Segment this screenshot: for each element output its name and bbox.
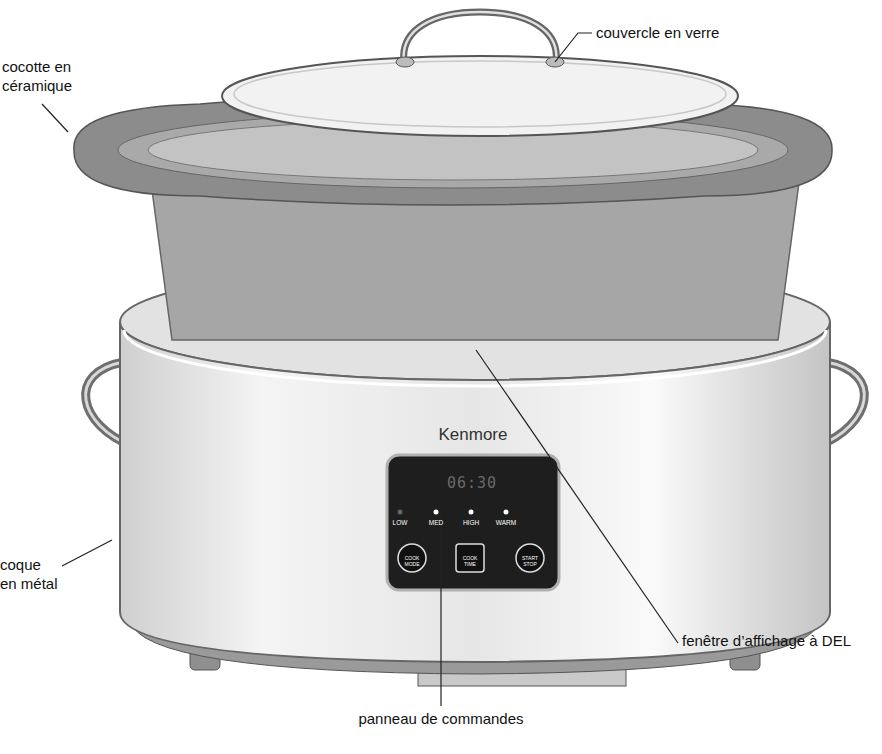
leader-line [42,104,68,132]
part-label: fenêtre d’affichage à DEL [682,632,882,651]
shell-rim [124,330,826,386]
lid-handle-highlight [404,12,557,62]
part-label: couvercle en verre [596,24,766,43]
lid-rim [234,61,726,127]
leader-line [476,350,678,643]
mode-label: MED [421,519,451,526]
indicator-dot [398,510,403,515]
part-label: cocotte en céramique [2,58,82,96]
indicator-dot [469,510,474,515]
button [456,544,484,572]
indicator-dot [504,510,509,515]
leader-line [440,515,441,706]
button [516,544,544,572]
lid-knob [396,57,414,67]
leader-line [555,33,592,62]
button-label: COOK MODE [401,556,423,567]
button-label: COOK TIME [459,556,481,567]
part-label: panneau de commandes [321,710,561,729]
leader-lines [42,33,678,706]
glass-lid [222,56,738,136]
mode-label: WARM [491,519,521,526]
button-label: START STOP [519,556,541,567]
part-label: coque en métal [0,556,60,594]
button [398,544,426,572]
leader-line [62,540,112,566]
metal-shell [120,322,830,662]
mode-label: LOW [385,519,415,526]
control-panel [387,455,559,590]
lid-handle [404,12,557,62]
display-readout: 06:30 [432,474,512,493]
indicator-dot [434,510,439,515]
brand-name: Kenmore [413,424,533,445]
mode-label: HIGH [456,519,486,526]
